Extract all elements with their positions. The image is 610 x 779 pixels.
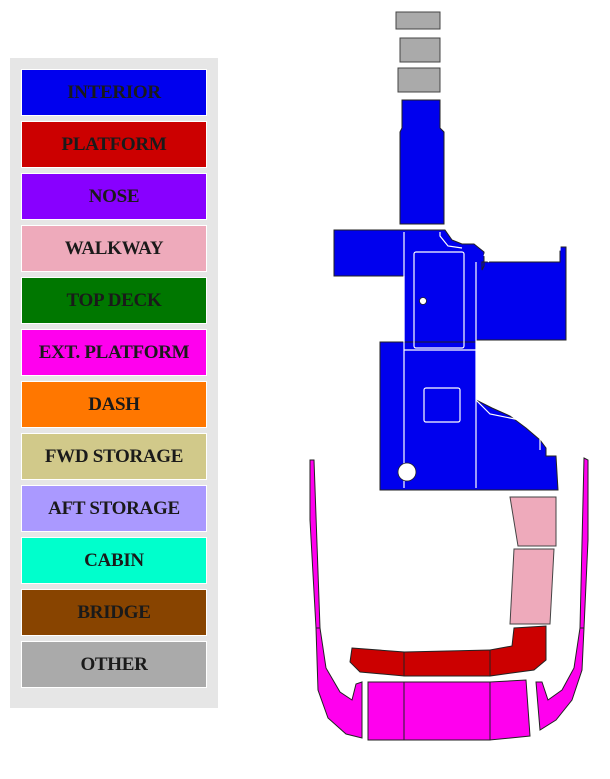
walkway-piece-upper [509,496,557,547]
legend-item-nose: NOSE [21,173,207,220]
legend-item-fwd-storage: FWD STORAGE [21,433,207,480]
interior-seam-lines [403,232,561,488]
legend-item-bridge: BRIDGE [21,589,207,636]
other-piece-middle [399,37,441,63]
walkway-piece-lower [509,548,555,625]
interior-large-hole [397,462,417,482]
interior-upper-strip [399,99,445,225]
legend-item-aft-storage: AFT STORAGE [21,485,207,532]
legend-item-interior: INTERIOR [21,69,207,116]
ext-platform-right-rail [579,457,589,629]
legend-item-platform: PLATFORM [21,121,207,168]
legend-item-dash: DASH [21,381,207,428]
legend-item-other: OTHER [21,641,207,688]
legend-panel: INTERIOR PLATFORM NOSE WALKWAY TOP DECK … [10,58,218,708]
platform-right [489,625,547,677]
platform-middle [403,649,491,677]
ext-platform-left-rail [309,459,321,629]
legend-item-top-deck: TOP DECK [21,277,207,324]
ext-platform-center-left [367,681,405,741]
other-piece-top [395,11,441,30]
interior-small-hole [419,297,427,305]
interior-main-deck [333,229,567,351]
legend-item-walkway: WALKWAY [21,225,207,272]
platform-left [349,647,405,677]
other-piece-bottom [397,67,441,93]
ext-platform-center [403,681,491,741]
legend-item-cabin: CABIN [21,537,207,584]
ext-platform-center-right [489,679,531,741]
legend-item-ext-platform: EXT. PLATFORM [21,329,207,376]
ext-platform-left-corner [315,627,363,739]
ext-platform-right-corner [535,627,585,731]
